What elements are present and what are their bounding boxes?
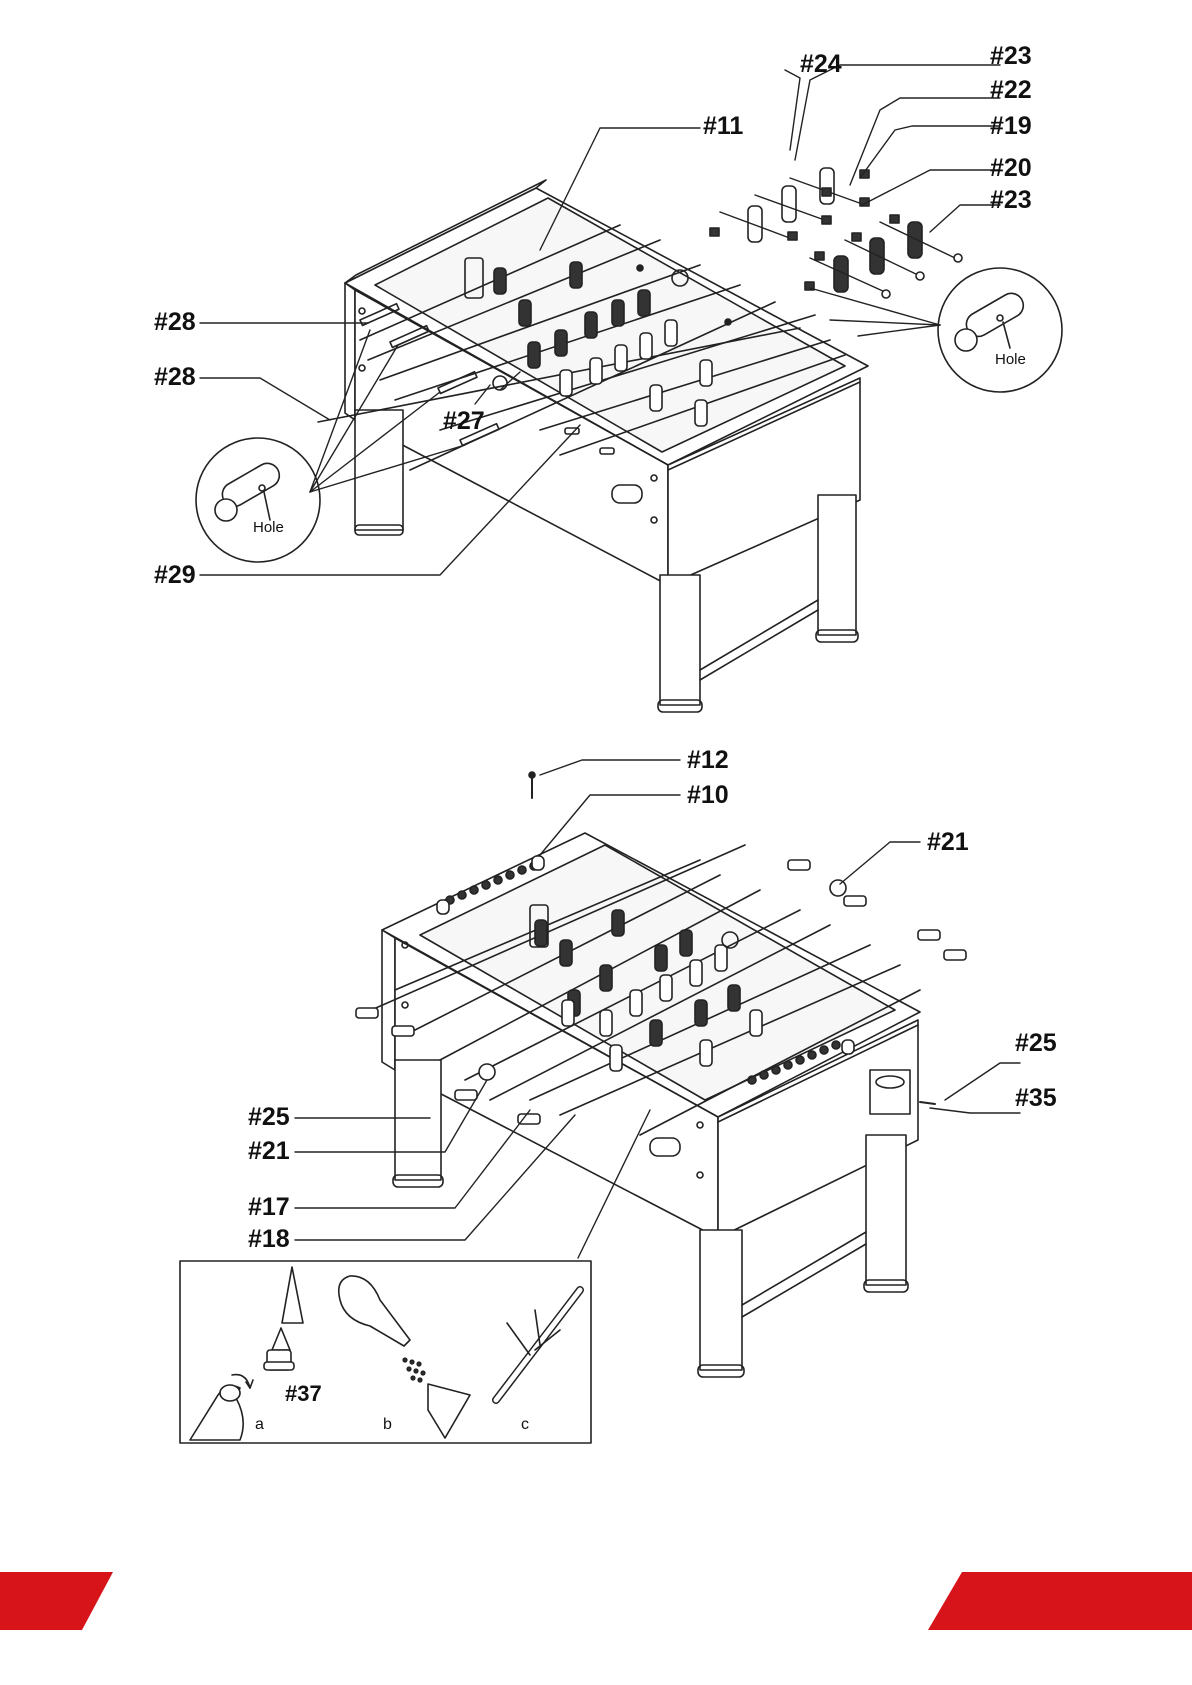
part-label-29: #29	[154, 563, 196, 588]
part-label-21-right: #21	[927, 830, 969, 855]
part-label-11: #11	[703, 114, 743, 139]
part-label-35: #35	[1015, 1086, 1057, 1111]
part-label-28-lower: #28	[154, 365, 196, 390]
top-table-drawing	[196, 168, 1062, 712]
part-label-28-upper: #28	[154, 310, 196, 335]
part-label-17: #17	[248, 1195, 290, 1220]
part-label-24: #24	[800, 52, 842, 77]
part-label-25-left: #25	[248, 1105, 290, 1130]
hole-label-right: Hole	[995, 352, 1026, 367]
hole-label-left: Hole	[253, 520, 284, 535]
part-label-27: #27	[443, 409, 485, 434]
part-label-18: #18	[248, 1227, 290, 1252]
footer-accent-right	[928, 1572, 1192, 1630]
part-label-23-lower: #23	[990, 188, 1032, 213]
accent-shape-right	[928, 1572, 1192, 1630]
part-label-23-upper: #23	[990, 44, 1032, 69]
part-label-37: #37	[285, 1383, 322, 1405]
part-label-12: #12	[687, 748, 729, 773]
part-label-21-left: #21	[248, 1139, 290, 1164]
accent-shape-left	[0, 1572, 113, 1630]
part-label-25-right: #25	[1015, 1031, 1057, 1056]
inset-step-a: a	[255, 1417, 264, 1433]
part-label-20: #20	[990, 156, 1032, 181]
inset-step-c: c	[521, 1417, 529, 1433]
part-label-10: #10	[687, 783, 729, 808]
part-label-19: #19	[990, 114, 1032, 139]
inset-step-b: b	[383, 1417, 392, 1433]
part-label-22: #22	[990, 78, 1032, 103]
footer-accent-left	[0, 1572, 115, 1630]
